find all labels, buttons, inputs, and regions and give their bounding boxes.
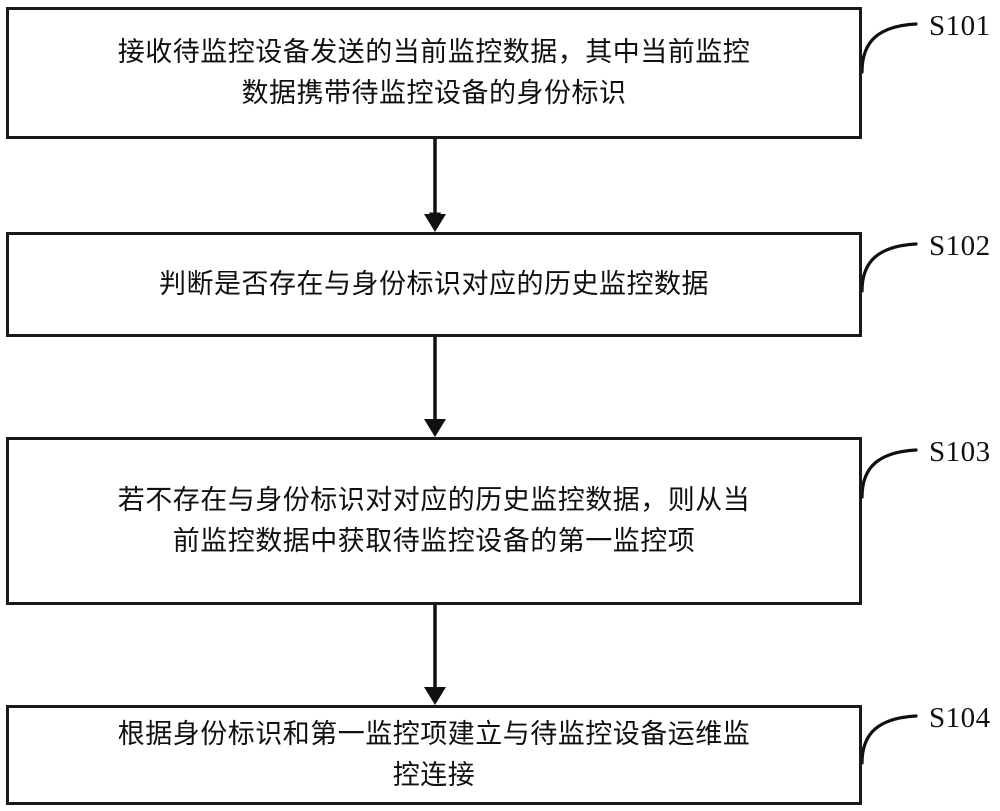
process-box-s102: 判断是否存在与身份标识对应的历史监控数据 bbox=[6, 232, 862, 337]
arrow-s102-s103 bbox=[424, 337, 446, 437]
process-box-s102-text: 判断是否存在与身份标识对应的历史监控数据 bbox=[159, 268, 709, 300]
arrow-s103-s104 bbox=[424, 605, 446, 705]
process-box-s104-text: 根据身份标识和第一监控项建立与待监控设备运维监 控连接 bbox=[117, 718, 751, 791]
leader-line-s103 bbox=[860, 448, 918, 499]
step-label-s103: S103 bbox=[929, 436, 991, 468]
process-box-s103: 若不存在与身份标识对对应的历史监控数据，则从当 前监控数据中获取待监控设备的第一… bbox=[6, 437, 862, 605]
step-label-s101: S101 bbox=[929, 10, 991, 42]
process-box-s101: 接收待监控设备发送的当前监控数据，其中当前监控 数据携带待监控设备的身份标识 bbox=[6, 7, 862, 139]
process-box-s101-text: 接收待监控设备发送的当前监控数据，其中当前监控 数据携带待监控设备的身份标识 bbox=[117, 36, 751, 109]
step-label-s104: S104 bbox=[929, 702, 991, 734]
leader-line-s104 bbox=[860, 714, 918, 765]
step-label-s102: S102 bbox=[929, 230, 991, 262]
process-box-s103-text: 若不存在与身份标识对对应的历史监控数据，则从当 前监控数据中获取待监控设备的第一… bbox=[117, 484, 751, 557]
process-box-s104: 根据身份标识和第一监控项建立与待监控设备运维监 控连接 bbox=[6, 705, 862, 805]
leader-line-s101 bbox=[860, 22, 918, 74]
leader-line-s102 bbox=[860, 242, 918, 293]
arrow-s101-s102 bbox=[424, 139, 446, 232]
